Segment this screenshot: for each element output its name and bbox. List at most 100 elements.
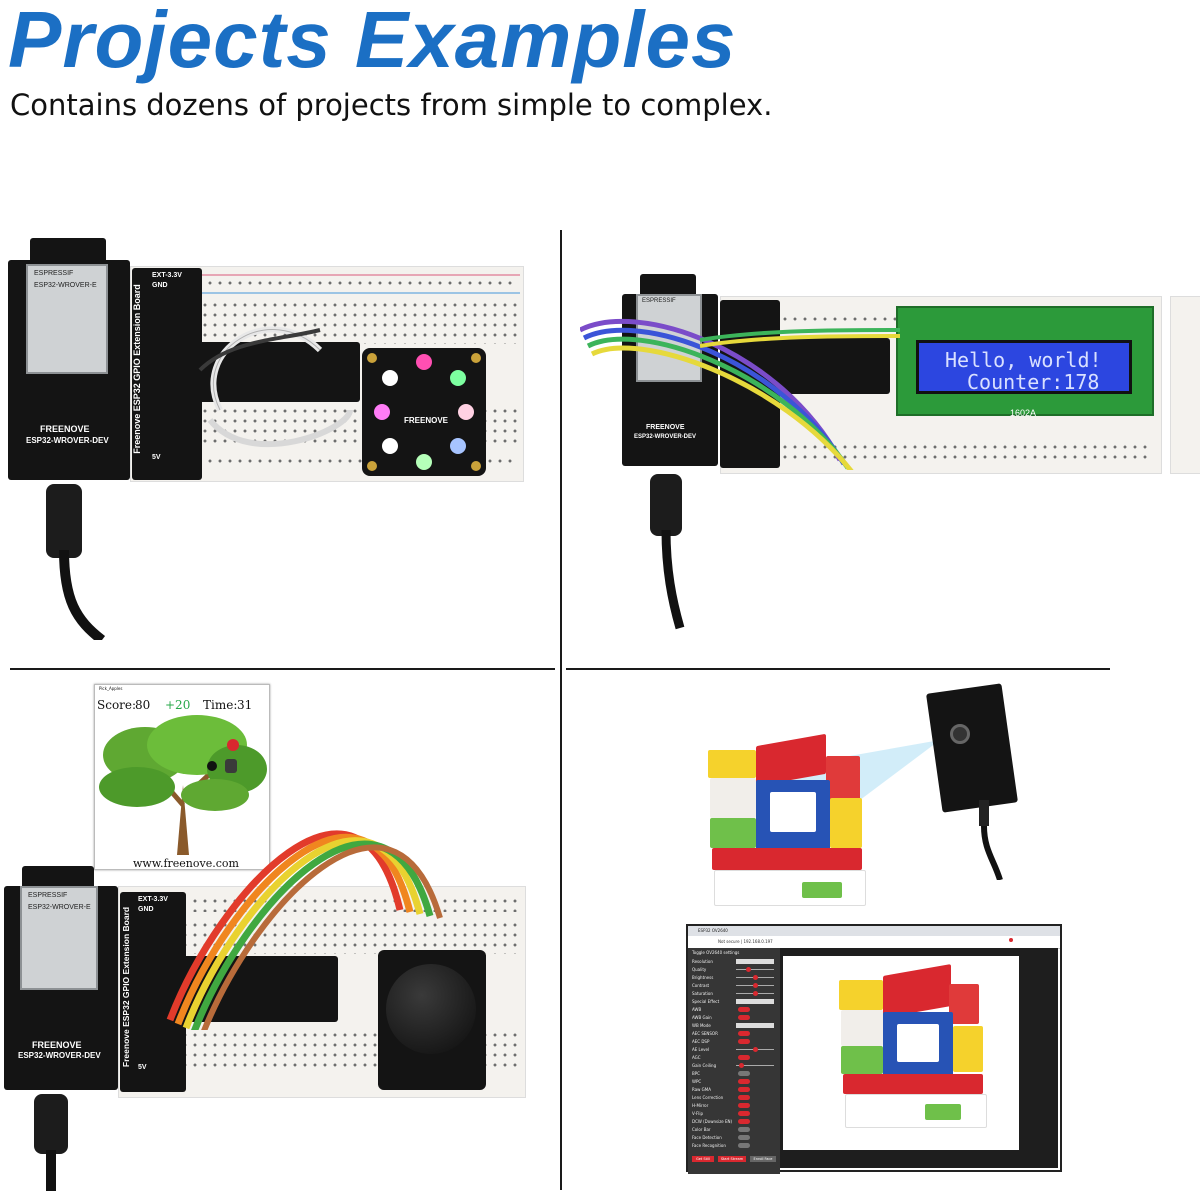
start-stream-button[interactable]: Start Stream <box>718 1156 746 1162</box>
camera-lens-icon <box>950 724 970 744</box>
jumper-wires <box>198 326 353 448</box>
ext-power-label: EXT-3.3V <box>138 896 168 903</box>
setting-select[interactable] <box>736 999 774 1004</box>
setting-toggle[interactable] <box>738 1103 750 1108</box>
usb-cable-wire <box>661 530 685 630</box>
gnd-label: GND <box>152 282 168 289</box>
setting-row: Brightness <box>688 974 780 981</box>
board-model: ESP32-WROVER-DEV <box>26 436 109 445</box>
setting-toggle[interactable] <box>738 1127 750 1132</box>
setting-row: Raw GMA <box>688 1086 780 1093</box>
hand-icon <box>225 759 237 773</box>
slider-knob[interactable] <box>739 1063 745 1068</box>
setting-slider[interactable] <box>736 967 774 972</box>
lcd-model: 1602A <box>1010 408 1037 418</box>
get-still-button[interactable]: Get Still <box>692 1156 714 1162</box>
setting-row: V-Flip <box>688 1110 780 1117</box>
setting-label: Resolution <box>692 959 713 964</box>
lcd-line-1: Hello, world! <box>945 348 1102 372</box>
setting-row: AE Level <box>688 1046 780 1053</box>
esp32-module <box>20 886 98 990</box>
setting-label: AGC <box>692 1055 701 1060</box>
time-label: Time: <box>203 698 238 712</box>
lcd-line-2: Counter:178 <box>967 370 1100 394</box>
setting-slider[interactable] <box>736 1047 774 1052</box>
jumper-wires <box>166 830 443 1030</box>
slider-knob[interactable] <box>752 1047 758 1052</box>
usb-cable <box>34 1094 68 1154</box>
esp32-antenna <box>30 238 106 268</box>
setting-slider[interactable] <box>736 991 774 996</box>
setting-slider[interactable] <box>736 975 774 980</box>
project-joystick-game: Pick_Apples Score: 80 +20 Time: 31 www.f… <box>0 680 560 1191</box>
setting-row: Resolution <box>688 958 780 965</box>
setting-toggle[interactable] <box>738 1143 750 1148</box>
setting-row: Color Bar <box>688 1126 780 1133</box>
slider-knob[interactable] <box>752 975 758 980</box>
esp32-module <box>26 264 108 374</box>
setting-label: Contrast <box>692 983 710 988</box>
board-model: ESP32-WROVER-DEV <box>634 434 697 440</box>
five-v-label: 5V <box>138 1064 147 1071</box>
setting-toggle[interactable] <box>738 1015 750 1020</box>
five-v-label: 5V <box>152 454 161 461</box>
setting-row: AWB <box>688 1006 780 1013</box>
project-camera: ESP32 OV2640 Not secure | 192.168.0.197 … <box>570 680 1200 1191</box>
setting-row: Contrast <box>688 982 780 989</box>
setting-toggle[interactable] <box>738 1111 750 1116</box>
setting-toggle[interactable] <box>738 1087 750 1092</box>
slider-knob[interactable] <box>752 983 758 988</box>
slider-knob[interactable] <box>752 991 758 996</box>
setting-label: Face Detection <box>692 1135 722 1140</box>
divider-horizontal-right <box>566 668 1110 670</box>
setting-label: BPC <box>692 1071 700 1076</box>
game-window: Pick_Apples Score: 80 +20 Time: 31 www.f… <box>94 684 270 870</box>
setting-select[interactable] <box>736 1023 774 1028</box>
breadboard-holes <box>150 300 520 344</box>
setting-label: DCW (Downsize EN) <box>692 1119 733 1124</box>
gpio-header <box>150 342 360 402</box>
setting-toggle[interactable] <box>738 1031 750 1036</box>
setting-toggle[interactable] <box>738 1119 750 1124</box>
gnd-label: GND <box>138 906 154 913</box>
setting-toggle[interactable] <box>738 1039 750 1044</box>
setting-toggle[interactable] <box>738 1071 750 1076</box>
joystick-knob[interactable] <box>386 964 476 1054</box>
game-footer: www.freenove.com <box>133 857 239 870</box>
slider-knob[interactable] <box>745 967 751 972</box>
page-title: Projects Examples <box>8 0 737 84</box>
usb-cable <box>46 484 82 558</box>
breadboard-holes <box>770 442 1150 462</box>
settings-panel-title[interactable]: Toggle OV2640 settings <box>692 950 740 955</box>
score-label: Score: <box>97 698 137 712</box>
tree-icon <box>99 715 267 855</box>
breadboard-holes <box>205 278 517 290</box>
divider-horizontal-left <box>10 668 555 670</box>
setting-toggle[interactable] <box>738 1095 750 1100</box>
enroll-face-button[interactable]: Enroll Face <box>750 1156 776 1162</box>
setting-row: Lens Correction <box>688 1094 780 1101</box>
setting-row: AWB Gain <box>688 1014 780 1021</box>
close-stream-icon[interactable] <box>1009 938 1013 942</box>
basket-icon <box>207 761 217 771</box>
setting-label: Color Bar <box>692 1127 711 1132</box>
setting-toggle[interactable] <box>738 1007 750 1012</box>
setting-select[interactable] <box>736 959 774 964</box>
setting-toggle[interactable] <box>738 1055 750 1060</box>
browser-tab-title[interactable]: ESP32 OV2640 <box>698 928 728 933</box>
divider-vertical <box>560 230 562 1190</box>
setting-slider[interactable] <box>736 1063 774 1068</box>
module-brand: ESPRESSIF <box>642 298 676 304</box>
breadboard-extra <box>1170 296 1200 474</box>
setting-toggle[interactable] <box>738 1135 750 1140</box>
setting-label: AE Level <box>692 1047 710 1052</box>
setting-label: Brightness <box>692 975 714 980</box>
setting-label: AWB Gain <box>692 1015 712 1020</box>
setting-slider[interactable] <box>736 983 774 988</box>
setting-toggle[interactable] <box>738 1079 750 1084</box>
board-brand: FREENOVE <box>646 424 685 431</box>
game-window-title: Pick_Apples <box>99 686 123 691</box>
setting-row: Face Detection <box>688 1134 780 1141</box>
usb-cable <box>650 474 682 536</box>
